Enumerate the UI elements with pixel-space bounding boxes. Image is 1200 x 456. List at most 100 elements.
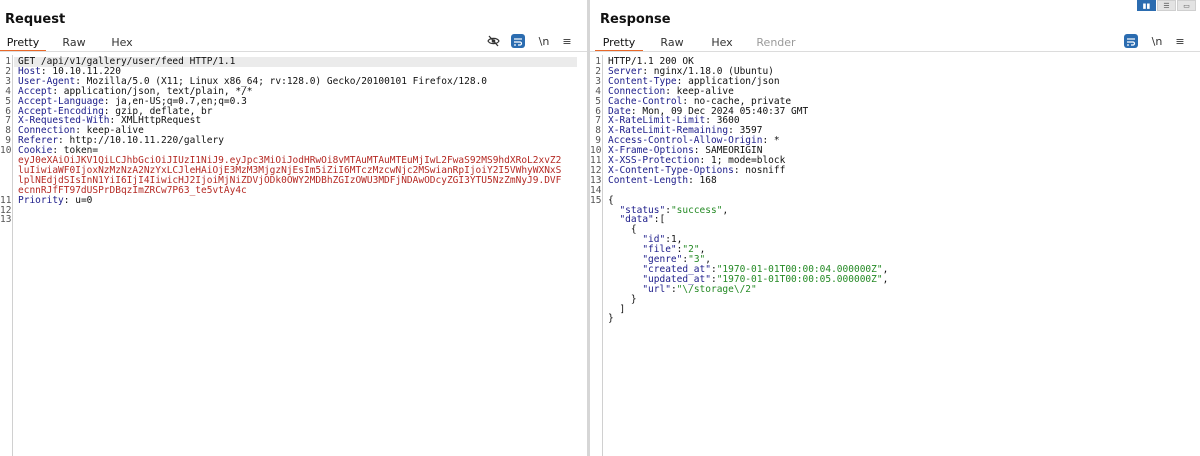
- code-line: Cookie: token=: [18, 146, 587, 156]
- newline-icon[interactable]: \n: [538, 34, 550, 48]
- json-trailing-comma: ,: [882, 273, 889, 285]
- header-name: Access-Control-Allow-Origin: [608, 135, 763, 147]
- code-line: "created_at":"1970-01-01T00:00:04.000000…: [608, 263, 1200, 275]
- tab-hex[interactable]: Hex: [111, 36, 133, 49]
- menu-icon[interactable]: ≡: [562, 34, 572, 48]
- request-tabs-divider: [0, 51, 587, 52]
- code-line: "data":[: [608, 215, 1200, 225]
- tab-raw[interactable]: Raw: [660, 36, 684, 49]
- header-value: XMLHttpRequest: [115, 115, 202, 127]
- code-line: Content-Length: 168: [608, 174, 1200, 186]
- header-value: nosniff: [739, 164, 786, 176]
- code-line: "id":1,: [608, 235, 1200, 245]
- code-line: X-XSS-Protection: 1; mode=block: [608, 156, 1200, 166]
- header-colon: :: [665, 85, 671, 97]
- hide-eye-slash-icon[interactable]: [486, 34, 500, 48]
- header-name: X-Frame-Options: [608, 145, 694, 157]
- response-tabs-divider: [590, 51, 1200, 52]
- header-name: Accept: [18, 85, 53, 97]
- code-line: ]: [608, 303, 626, 315]
- wrap-icon[interactable]: [1124, 34, 1138, 48]
- cookie-token-value: ecnnRJfFT97dUSPrDBqzImZRCw7P63_te5vtAy4c: [18, 184, 247, 196]
- request-line-gutter: [0, 55, 13, 456]
- json-separator: :: [665, 204, 671, 216]
- header-colon: :: [75, 125, 81, 137]
- json-trailing-comma: ,: [882, 263, 889, 275]
- code-line: luIiwiaWF0IjoxNzMzNzA2NzYxLCJleHAiOjE3Mz…: [18, 164, 587, 176]
- tab-pretty[interactable]: Pretty: [595, 33, 643, 52]
- menu-icon[interactable]: ≡: [1175, 34, 1185, 48]
- header-value: u=0: [69, 194, 93, 206]
- code-line: Cache-Control: no-cache, private: [608, 96, 1200, 107]
- header-colon: :: [103, 95, 110, 107]
- pane-splitter[interactable]: [587, 0, 590, 456]
- code-line: "url":"\/storage\/2": [608, 283, 1200, 295]
- code-line: Content-Type: application/json: [608, 75, 1200, 87]
- json-separator: :1,: [665, 234, 683, 246]
- newline-icon[interactable]: \n: [1151, 34, 1163, 48]
- response-tabs: Pretty Raw Hex Render: [595, 33, 809, 52]
- json-key: "url": [642, 283, 671, 295]
- header-colon: :: [762, 135, 769, 147]
- header-value: Mon, 09 Dec 2024 05:40:37 GMT: [636, 105, 809, 117]
- line-number: 7: [595, 115, 601, 127]
- code-line: X-Content-Type-Options: nosniff: [608, 164, 1200, 176]
- header-name: Priority: [18, 194, 64, 206]
- line-number: 9: [5, 135, 11, 147]
- header-value: *: [768, 135, 780, 147]
- header-value: gzip, deflate, br: [109, 105, 213, 117]
- code-line: X-RateLimit-Limit: 3600: [608, 116, 1200, 126]
- line-number: 1: [595, 56, 601, 67]
- cookie-token-value: luIiwiaWF0IjoxNzMzNzA2NzYxLCJleHAiOjE3Mz…: [18, 164, 562, 176]
- line-number: 4: [595, 85, 601, 97]
- header-name: Server: [608, 65, 643, 77]
- line-number: 6: [595, 105, 601, 117]
- header-colon: :: [705, 115, 711, 127]
- code-line: "status":"success",: [608, 204, 1200, 216]
- code-line: ecnnRJfFT97dUSPrDBqzImZRCw7P63_te5vtAy4c: [18, 184, 587, 196]
- line-number: 2: [595, 65, 601, 77]
- code-line: Host: 10.10.11.220: [18, 65, 587, 77]
- line-number: 12: [590, 164, 602, 176]
- header-value: 10.10.11.220: [46, 65, 121, 77]
- header-name: Content-Type: [608, 75, 677, 87]
- line-number: 9: [595, 135, 601, 147]
- header-name: Accept-Encoding: [18, 105, 104, 117]
- header-colon: :: [630, 105, 637, 117]
- header-name: X-RateLimit-Remaining: [608, 125, 729, 137]
- tab-pretty[interactable]: Pretty: [0, 33, 46, 52]
- code-line: Server: nginx/1.18.0 (Ubuntu): [608, 65, 1200, 77]
- line-number: 1: [5, 56, 11, 67]
- header-colon: :: [40, 65, 47, 77]
- header-name: Content-Length: [608, 174, 689, 186]
- header-value: 3600: [710, 115, 740, 127]
- side-by-side-layout-icon[interactable]: ▮▮: [1137, 0, 1156, 11]
- line-number: 10: [590, 145, 602, 157]
- json-key: "status": [619, 204, 666, 216]
- tab-hex[interactable]: Hex: [711, 36, 733, 49]
- line-number: 14: [590, 184, 602, 196]
- code-line: lplNEdjdSIsInN1YiI6IjI4IiwicHJ2IjoiMjNiZ…: [18, 175, 587, 186]
- wrap-icon[interactable]: [511, 34, 525, 48]
- header-name: X-Requested-With: [18, 115, 110, 127]
- json-key: "id": [642, 234, 666, 246]
- header-value: nginx/1.18.0 (Ubuntu): [648, 65, 774, 77]
- json-string-value: "2": [682, 244, 700, 256]
- line-number: 3: [595, 75, 601, 87]
- line-number: 11: [590, 155, 602, 166]
- json-key: "created_at": [642, 263, 711, 275]
- code-line: X-RateLimit-Remaining: 3597: [608, 126, 1200, 136]
- line-number: 3: [5, 75, 11, 87]
- header-colon: :: [109, 115, 116, 127]
- single-pane-layout-icon[interactable]: ▭: [1177, 0, 1196, 11]
- json-string-value: "1970-01-01T00:00:04.000000Z": [716, 263, 883, 275]
- tab-raw[interactable]: Raw: [62, 36, 86, 49]
- stacked-layout-icon[interactable]: ☰: [1157, 0, 1176, 11]
- tab-render[interactable]: Render: [756, 36, 796, 49]
- line-number: 5: [595, 95, 601, 107]
- code-line: Connection: keep-alive: [608, 85, 1200, 97]
- line-number: 11: [0, 194, 12, 206]
